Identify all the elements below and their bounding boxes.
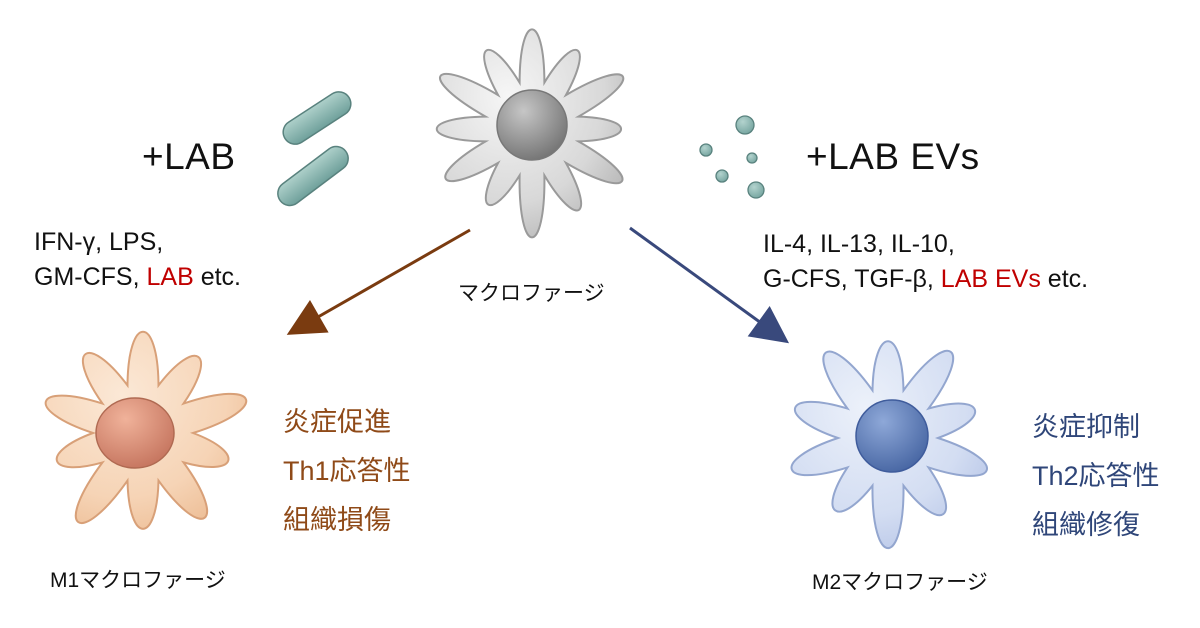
bacterium-rod <box>277 145 349 207</box>
m2-macrophage-label: M2マクロファージ <box>812 571 988 594</box>
ev-dot <box>699 143 713 157</box>
m1-effect-item: Th1応答性 <box>283 456 411 486</box>
m2-effect-item: Th2応答性 <box>1032 461 1160 491</box>
m1-stimuli-lab-highlight: LAB <box>146 263 194 291</box>
m1-macrophage-illustration <box>44 330 248 530</box>
m2-effect-item: 炎症抑制 <box>1032 412 1140 442</box>
resting-macrophage-illustration <box>436 28 625 239</box>
m1-stimuli-line1: IFN-γ, LPS, <box>34 228 164 256</box>
m2-macrophage-nucleus <box>855 399 929 473</box>
m2-stimuli-text: IL-4, IL-13, IL-10, G-CFS, TGF-β, LAB EV… <box>763 227 1088 297</box>
m1-stimuli-line2-suffix: etc. <box>193 263 242 291</box>
m1-macrophage-label: M1マクロファージ <box>50 569 226 592</box>
m2-stimuli-lab-evs-highlight: LAB EVs <box>940 265 1041 293</box>
m2-stimuli-line2-suffix: etc. <box>1040 265 1089 293</box>
m2-stimuli-line2-prefix: G-CFS, TGF-β, <box>763 265 941 293</box>
ev-dot <box>746 152 758 164</box>
plus-lab-label: +LAB <box>142 136 236 177</box>
m1-stimuli-line2-prefix: GM-CFS, <box>34 263 147 291</box>
m2-macrophage-illustration <box>790 340 988 549</box>
macrophage-label: マクロファージ <box>458 282 605 305</box>
ev-dot <box>747 181 765 199</box>
ev-dot <box>715 169 729 183</box>
m1-stimuli-line2: GM-CFS, LAB etc. <box>34 260 241 295</box>
m1-effect-item: 炎症促進 <box>283 407 391 437</box>
lab-evs-icon <box>699 115 765 199</box>
m2-effect-item: 組織修復 <box>1032 510 1140 540</box>
m2-stimuli-line1: IL-4, IL-13, IL-10, <box>763 230 955 258</box>
m1-effects-list: 炎症促進 Th1応答性 組織損傷 <box>283 398 411 545</box>
arrow-to-m2 <box>629 226 790 344</box>
m2-effects-list: 炎症抑制 Th2応答性 組織修復 <box>1032 403 1160 550</box>
arrow-to-m1 <box>286 228 471 335</box>
bacterium-rod <box>282 91 352 145</box>
lab-bacteria-icon <box>277 91 352 207</box>
ev-dot <box>735 115 755 135</box>
m1-macrophage-nucleus <box>95 397 175 469</box>
m1-stimuli-text: IFN-γ, LPS, GM-CFS, LAB etc. <box>34 225 241 295</box>
m1-effect-item: 組織損傷 <box>283 505 391 535</box>
resting-macrophage-nucleus <box>496 89 568 161</box>
m2-stimuli-line2: G-CFS, TGF-β, LAB EVs etc. <box>763 262 1088 297</box>
plus-lab-evs-label: +LAB EVs <box>806 136 980 177</box>
